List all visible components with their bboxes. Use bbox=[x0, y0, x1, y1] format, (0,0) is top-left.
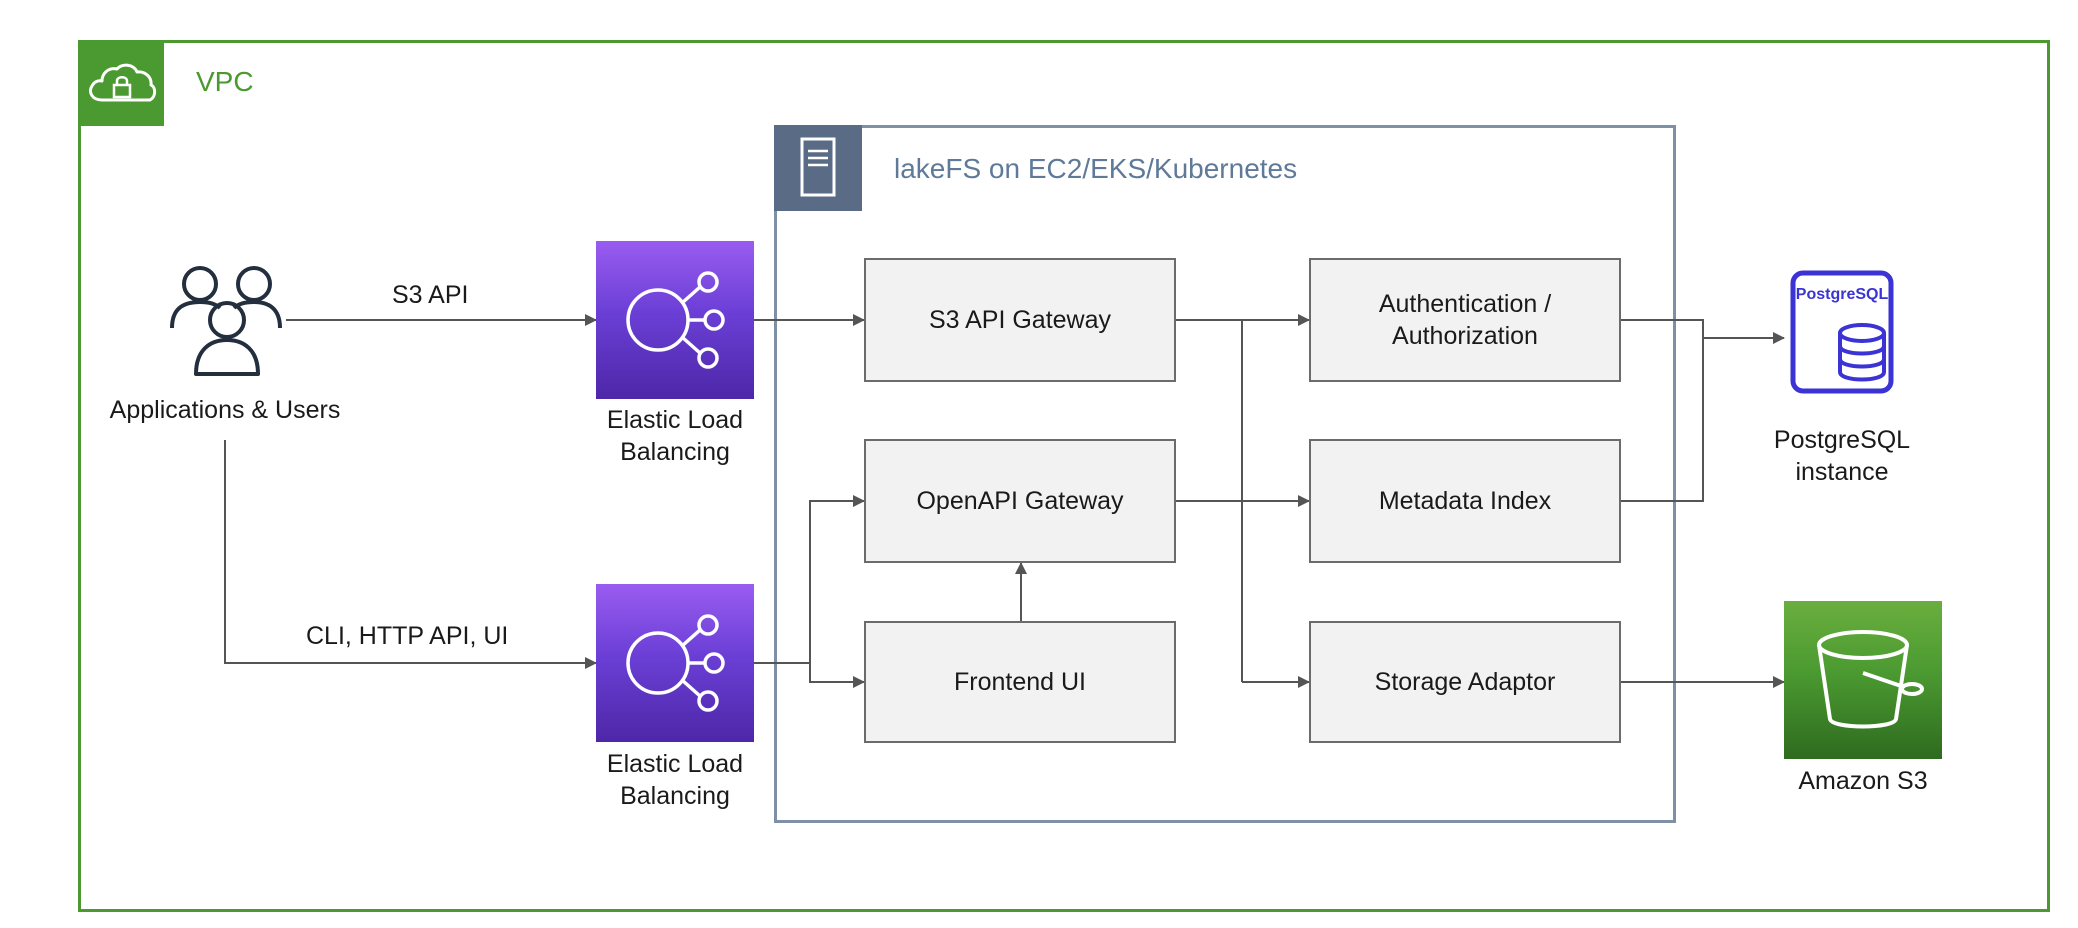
elastic-load-balancing-icon bbox=[626, 271, 725, 369]
edge-auth-to-postgres bbox=[1621, 319, 1785, 344]
vpc-label: VPC bbox=[196, 66, 254, 97]
elb-bottom bbox=[596, 584, 754, 742]
postgresql-database-icon: PostgreSQL bbox=[1790, 270, 1894, 394]
edge-label-s3-api: S3 API bbox=[392, 281, 469, 309]
s3-api-gateway-box: S3 API Gateway bbox=[864, 258, 1176, 382]
openapi-gateway-box: OpenAPI Gateway bbox=[864, 439, 1176, 563]
elastic-load-balancing-icon bbox=[626, 614, 725, 712]
amazon-s3-tile bbox=[1784, 601, 1942, 759]
vpc-badge bbox=[78, 40, 164, 126]
users-icon bbox=[170, 266, 282, 376]
lakefs-group-badge bbox=[774, 125, 862, 211]
elb-bottom-label: Elastic Load Balancing bbox=[606, 750, 744, 810]
edge-label-cli-http-ui: CLI, HTTP API, UI bbox=[306, 622, 509, 650]
metadata-index-box: Metadata Index bbox=[1309, 439, 1621, 563]
edge-elb-bottom-to-frontend bbox=[809, 663, 865, 688]
lakefs-group-label: lakeFS on EC2/EKS/Kubernetes bbox=[894, 153, 1298, 184]
edge-users-to-elb-bottom bbox=[224, 440, 597, 669]
amazon-s3-label: Amazon S3 bbox=[1798, 767, 1928, 795]
vpc-container bbox=[78, 40, 2050, 912]
elb-top-label: Elastic Load Balancing bbox=[606, 406, 744, 466]
s3-bucket-icon bbox=[1817, 630, 1924, 729]
frontend-ui-box: Frontend UI bbox=[864, 621, 1176, 743]
edge-elb-bottom-to-openapi bbox=[754, 495, 865, 664]
edge-metadata-to-postgres bbox=[1621, 338, 1704, 502]
postgresql-logo-text: PostgreSQL bbox=[1796, 286, 1889, 303]
auth-box: Authentication / Authorization bbox=[1309, 258, 1621, 382]
users-label: Applications & Users bbox=[109, 396, 341, 424]
postgresql-label: PostgreSQL instance bbox=[1773, 426, 1911, 486]
elb-top bbox=[596, 241, 754, 399]
lakefs-group-container bbox=[774, 125, 1676, 823]
cloud-lock-icon bbox=[88, 63, 157, 102]
storage-adaptor-box: Storage Adaptor bbox=[1309, 621, 1621, 743]
server-icon bbox=[800, 137, 836, 197]
